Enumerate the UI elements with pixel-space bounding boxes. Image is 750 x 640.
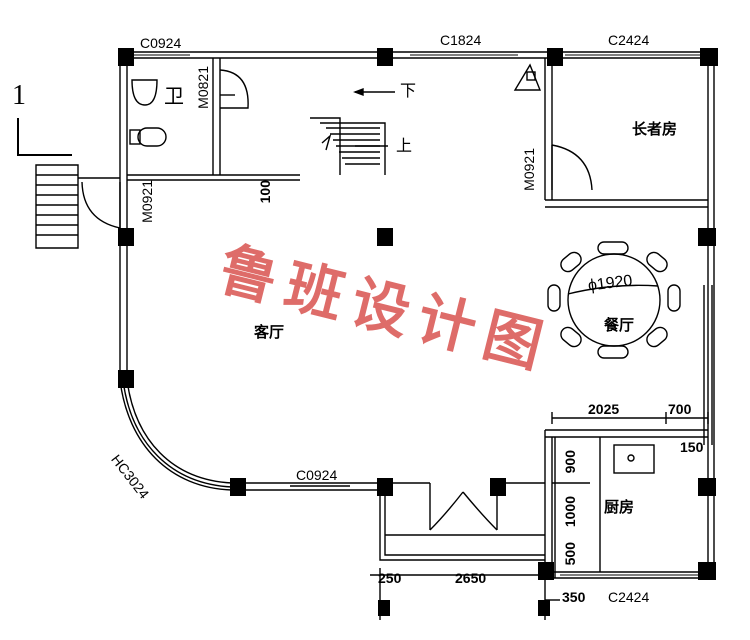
dim-250: 250 (378, 570, 402, 586)
dim-2025: 2025 (588, 401, 620, 417)
door-code-m0921-left: M0921 (139, 180, 155, 223)
stairs-down-label: 下 (400, 81, 417, 100)
room-wc: 卫 (164, 84, 184, 108)
elder-room-door (551, 144, 593, 191)
right-wall (707, 52, 715, 578)
room-living: 客厅 (254, 323, 285, 341)
bathroom-walls (212, 58, 221, 175)
window-code-c0924-bottom: C0924 (296, 467, 338, 483)
stairs-up-label: 上 (396, 136, 413, 155)
room-dining: 餐厅 (604, 316, 635, 334)
bay-window-curve (119, 379, 233, 491)
bathroom-door (219, 69, 249, 109)
dim-1000: 1000 (562, 496, 578, 528)
room-kitchen: 厨房 (604, 498, 635, 516)
kitchen-walls (545, 429, 708, 438)
kitchen-sink (613, 444, 655, 474)
basin (131, 79, 158, 106)
section-mark-number: 1 (12, 80, 26, 111)
left-wall-upper (119, 52, 128, 232)
window-code-c2424-top: C2424 (608, 32, 650, 48)
stairs (310, 117, 341, 175)
window-code-c2424-bottom: C2424 (608, 589, 650, 605)
dim-100: 100 (257, 180, 273, 204)
dim-700: 700 (668, 401, 692, 417)
columns (118, 48, 718, 616)
door-code-m0821: M0821 (195, 66, 211, 109)
dim-350: 350 (562, 589, 586, 605)
dim-900: 900 (562, 450, 578, 474)
toilet (137, 127, 167, 147)
dim-150: 150 (680, 439, 704, 455)
room-elder: 长者房 (632, 120, 678, 138)
dim-2650: 2650 (455, 570, 487, 586)
window-code-c0924-top: C0924 (140, 35, 182, 51)
section-mark (17, 118, 72, 156)
porch (379, 490, 545, 561)
dim-500: 500 (562, 542, 578, 566)
side-entrance-steps (35, 164, 79, 249)
side-door (81, 181, 121, 229)
window-code-c1824: C1824 (440, 32, 482, 48)
door-code-m0921-right: M0921 (521, 148, 537, 191)
entrance-door (429, 491, 498, 531)
chairs (547, 241, 681, 359)
